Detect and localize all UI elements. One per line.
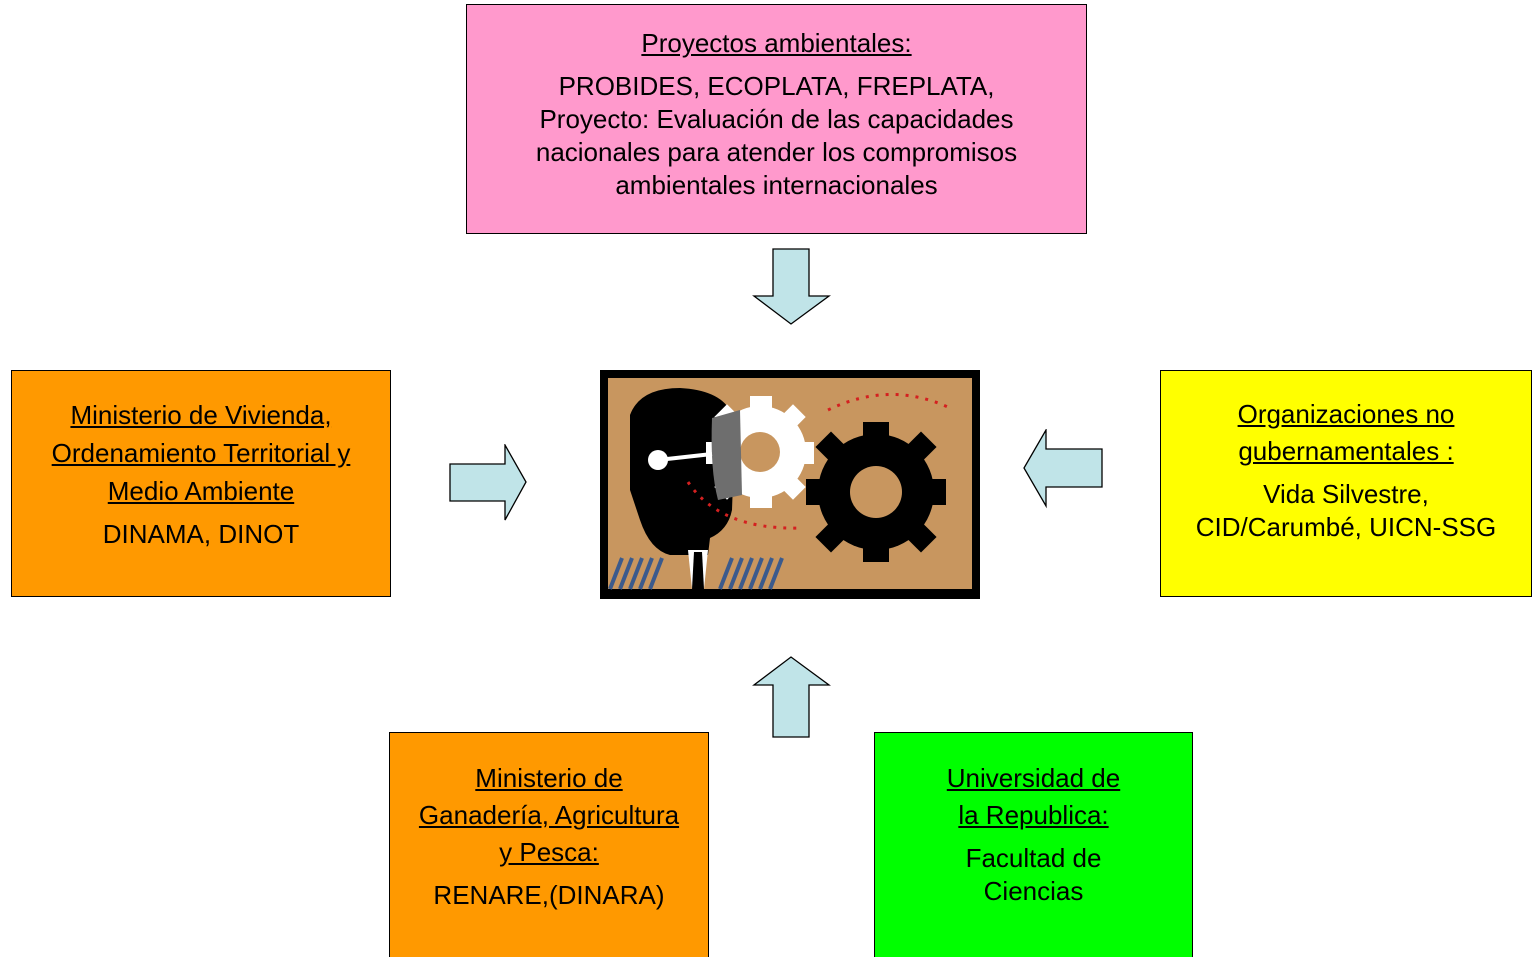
box-title: Proyectos ambientales: <box>641 28 912 58</box>
arrow-left-icon <box>1023 429 1103 509</box>
box-ministerio-vivienda: Ministerio de Vivienda, Ordenamiento Ter… <box>11 370 391 597</box>
box-title: Ministerio de Vivienda, Ordenamiento Ter… <box>51 400 351 506</box>
box-body: RENARE,(DINARA) <box>433 880 665 910</box>
arrow-up-icon <box>752 656 831 738</box>
box-title: Ministerio de Ganadería, Agricultura y P… <box>418 763 680 867</box>
box-body: DINAMA, DINOT <box>102 519 300 549</box>
arrow-right-icon <box>449 444 527 521</box>
box-ngos: Organizaciones no gubernamentales : Vida… <box>1160 370 1532 597</box>
box-title: Organizaciones no gubernamentales : <box>1237 399 1455 466</box>
box-environmental-projects: Proyectos ambientales: PROBIDES, ECOPLAT… <box>466 4 1087 234</box>
box-body: Vida Silvestre, CID/Carumbé, UICN-SSG <box>1195 479 1497 542</box>
box-title: Universidad de la Republica: <box>946 763 1121 830</box>
box-ministerio-ganaderia: Ministerio de Ganadería, Agricultura y P… <box>389 732 709 957</box>
box-body: Facultad de Ciencias <box>965 843 1102 906</box>
arrow-down-icon <box>752 248 831 325</box>
box-universidad: Universidad de la Republica: Facultad de… <box>874 732 1193 957</box>
person-with-gears-icon <box>600 370 980 599</box>
box-body: PROBIDES, ECOPLATA, FREPLATA, Proyecto: … <box>535 71 1018 200</box>
